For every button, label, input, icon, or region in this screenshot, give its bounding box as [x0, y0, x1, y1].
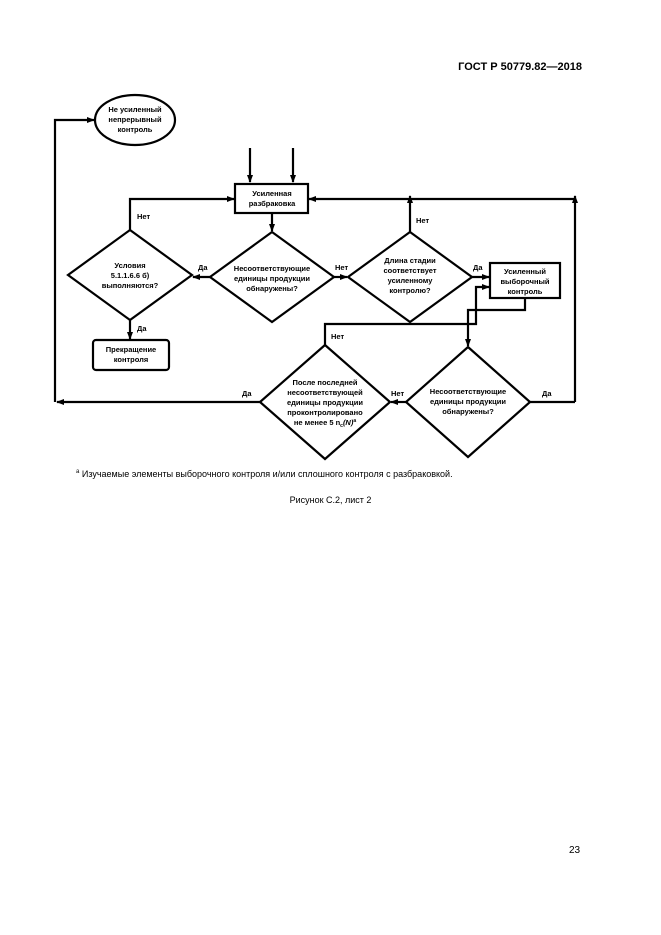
svg-text:единицы продукции: единицы продукции [287, 398, 363, 407]
stage-length-diamond: Длина стадии соответствует усиленному ко… [346, 230, 474, 324]
svg-text:усиленному: усиленному [388, 276, 434, 285]
page-number: 23 [569, 845, 581, 856]
footnote: a Изучаемые элементы выборочного контрол… [76, 469, 453, 479]
svg-text:Да: Да [137, 324, 147, 333]
figure-caption: Рисунок С.2, лист 2 [289, 495, 372, 505]
svg-text:После последней: После последней [292, 378, 357, 387]
svg-text:Да: Да [242, 389, 252, 398]
tightened-sampling-box: Усиленный выборочный контроль [488, 261, 562, 300]
svg-text:Да: Да [198, 263, 208, 272]
svg-text:Усиленный: Усиленный [504, 267, 546, 276]
svg-text:Не усиленный: Не усиленный [108, 105, 162, 114]
svg-text:соответствует: соответствует [383, 266, 436, 275]
svg-text:непрерывный: непрерывный [108, 115, 162, 124]
svg-text:Длина стадии: Длина стадии [384, 256, 436, 265]
svg-text:Нет: Нет [335, 263, 348, 272]
svg-text:Нет: Нет [416, 216, 429, 225]
condition-diamond: Условия 5.1.1.6.6 б) выполняются? [66, 228, 194, 322]
svg-text:проконтролировано: проконтролировано [287, 408, 363, 417]
svg-text:5.1.1.6.6 б): 5.1.1.6.6 б) [111, 271, 150, 280]
svg-text:Несоответствующие: Несоответствующие [234, 264, 310, 273]
start-ellipse: Не усиленный непрерывный контроль [93, 93, 177, 147]
connectors [53, 117, 578, 405]
svg-text:не менее 5 nc(N)a: не менее 5 nc(N)a [294, 418, 357, 429]
svg-text:разбраковка: разбраковка [249, 199, 296, 208]
svg-text:контроль: контроль [508, 287, 543, 296]
svg-text:обнаружены?: обнаружены? [442, 407, 494, 416]
svg-text:Нет: Нет [391, 389, 404, 398]
nonconforming-found-diamond-2: Несоответствующие единицы продукции обна… [404, 345, 532, 459]
stop-box: Прекращение контроля [91, 338, 171, 372]
svg-text:Нет: Нет [137, 212, 150, 221]
svg-text:Нет: Нет [331, 332, 344, 341]
svg-text:контроля: контроля [114, 355, 149, 364]
svg-text:выполняются?: выполняются? [102, 281, 159, 290]
svg-text:Условия: Условия [114, 261, 145, 270]
document-header: ГОСТ Р 50779.82—2018 [458, 61, 582, 73]
svg-text:выборочный: выборочный [500, 277, 549, 286]
svg-text:единицы продукции: единицы продукции [430, 397, 506, 406]
svg-text:контролю?: контролю? [389, 286, 431, 295]
branch-labels: Нет Да Нет Нет Да Да Нет Да Нет Да [137, 212, 552, 398]
svg-text:несоответствующей: несоответствующей [287, 388, 363, 397]
svg-text:Да: Да [473, 263, 483, 272]
nonconforming-found-diamond-1: Несоответствующие единицы продукции обна… [208, 230, 336, 324]
svg-text:Несоответствующие: Несоответствующие [430, 387, 506, 396]
svg-text:Прекращение: Прекращение [106, 345, 156, 354]
svg-text:Да: Да [542, 389, 552, 398]
svg-text:единицы продукции: единицы продукции [234, 274, 310, 283]
after-last-diamond: После последней несоответствующей единиц… [258, 343, 392, 461]
svg-text:контроль: контроль [118, 125, 153, 134]
tightened-screening-box: Усиленная разбраковка [233, 182, 310, 215]
svg-text:обнаружены?: обнаружены? [246, 284, 298, 293]
svg-text:Усиленная: Усиленная [252, 189, 291, 198]
